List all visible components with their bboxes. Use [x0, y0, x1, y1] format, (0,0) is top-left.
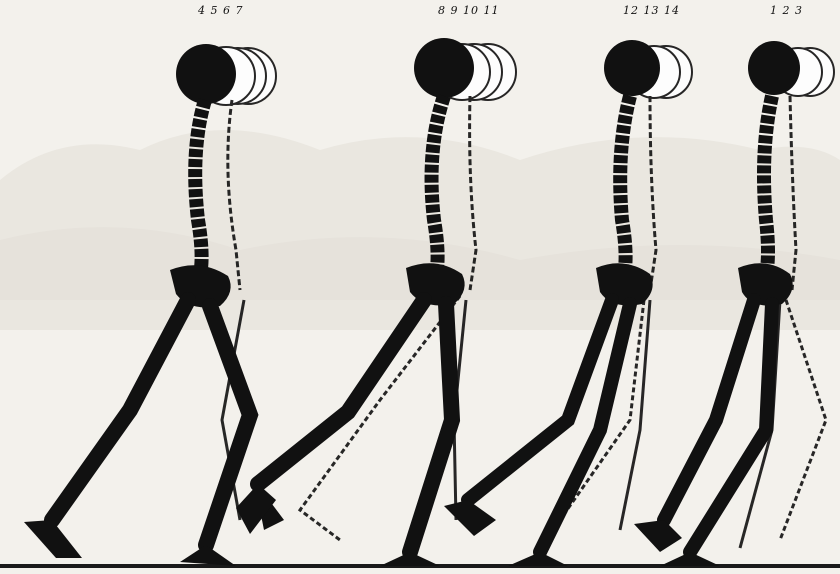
foot-silhouette — [444, 500, 496, 536]
foot-silhouette — [24, 520, 82, 558]
leg-silhouette — [410, 304, 452, 552]
skull-silhouette — [604, 40, 660, 96]
leg-silhouette — [690, 304, 772, 552]
foot-silhouette — [508, 552, 568, 566]
skull-silhouette — [414, 38, 474, 98]
skull-silhouette — [176, 44, 236, 104]
foot-silhouette — [634, 520, 682, 552]
skull-silhouette — [748, 41, 800, 95]
spine-silhouette — [764, 96, 772, 275]
leg-silhouette — [52, 300, 188, 520]
foot-silhouette — [180, 545, 236, 566]
foot-silhouette — [660, 552, 720, 566]
leg-silhouette — [664, 300, 754, 520]
foot-silhouette — [380, 552, 440, 566]
